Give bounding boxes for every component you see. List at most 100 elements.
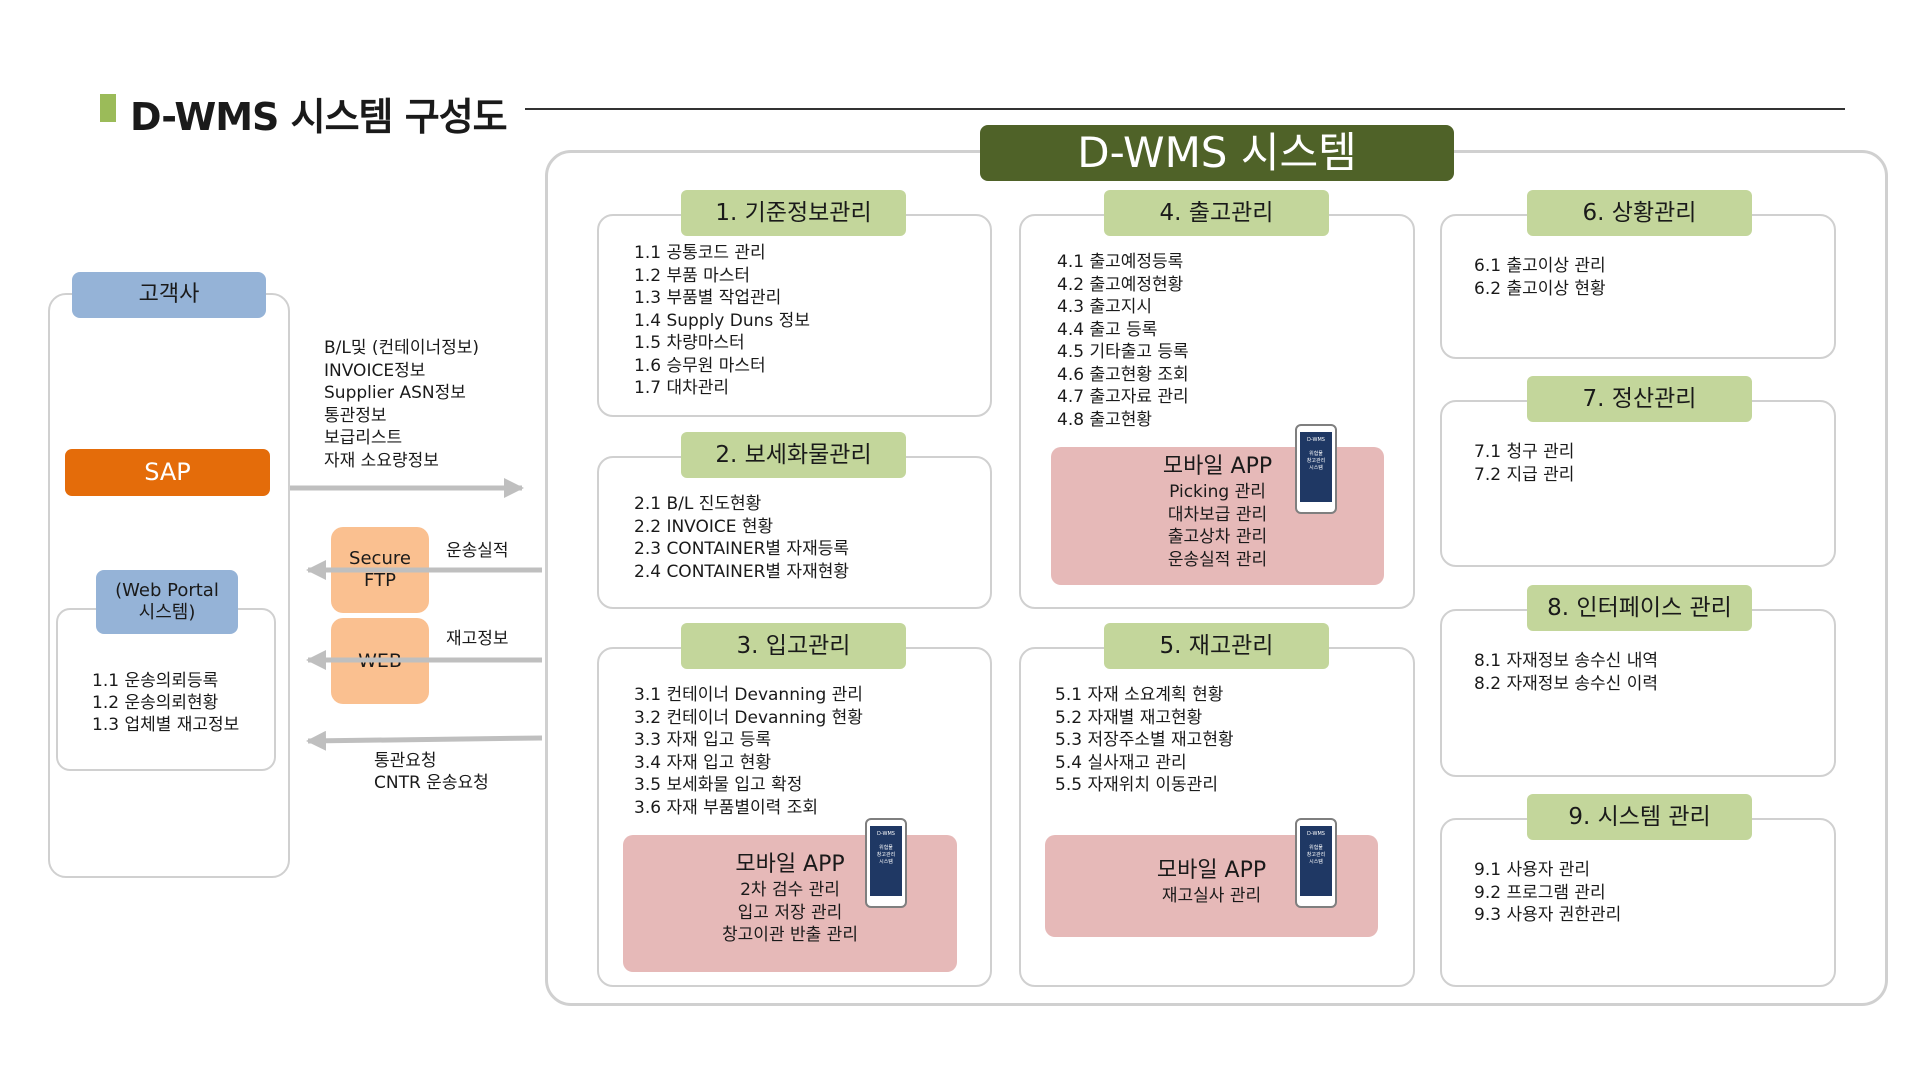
list-item: 4.4 출고 등록 xyxy=(1057,319,1158,340)
list-item: 3.6 자재 부품별이력 조회 xyxy=(634,797,819,818)
list-item: 4.7 출고자료 관리 xyxy=(1057,387,1189,407)
web-portal-label-line2: 시스템) xyxy=(138,602,196,623)
list-item: 1.2 운송의뢰현황 xyxy=(92,693,219,713)
module-9-items: 9.1 사용자 관리 9.2 프로그램 관리 9.3 사용자 권한관리 xyxy=(1474,859,1621,927)
list-item: 1.4 Supply Duns 정보 xyxy=(634,310,810,331)
module-6-box xyxy=(1440,214,1836,359)
module-7-title: 7. 정산관리 xyxy=(1527,376,1752,422)
list-item: 9.2 프로그램 관리 xyxy=(1474,882,1606,903)
list-item: 4.5 기타출고 등록 xyxy=(1057,342,1189,362)
list-item: 대차보급 관리 xyxy=(1167,504,1268,525)
list-item: 1.1 공통코드 관리 xyxy=(634,243,766,263)
list-item: 8.2 자재정보 송수신 이력 xyxy=(1474,673,1659,694)
mobile-app-title: 모바일 APP xyxy=(735,852,845,877)
sap-block: SAP xyxy=(65,449,270,496)
module-3-title: 3. 입고관리 xyxy=(681,623,906,669)
list-item: 1.3 업체별 재고정보 xyxy=(92,715,240,735)
module-3-items: 3.1 컨테이너 Devanning 관리 3.2 컨테이너 Devanning… xyxy=(634,684,863,819)
list-item: 9.3 사용자 권한관리 xyxy=(1474,905,1622,925)
list-item: 1.1 운송의뢰등록 xyxy=(92,671,219,691)
list-item: INVOICE정보 xyxy=(324,360,426,381)
module-6-items: 6.1 출고이상 관리 6.2 출고이상 현황 xyxy=(1474,255,1606,300)
module-4-items: 4.1 출고예정등록 4.2 출고예정현황 4.3 출고지시 4.4 출고 등록… xyxy=(1057,251,1189,431)
list-item: 2.3 CONTAINER별 자재등록 xyxy=(634,539,849,559)
list-item: 5.5 자재위치 이동관리 xyxy=(1055,775,1218,795)
request-label: 통관요청 CNTR 운송요청 xyxy=(374,750,489,794)
list-item: 2.4 CONTAINER별 자재현황 xyxy=(634,561,849,582)
list-item: 3.4 자재 입고 현황 xyxy=(634,752,772,773)
cntr-transport-request-label: CNTR 운송요청 xyxy=(374,773,489,793)
list-item: 7.2 지급 관리 xyxy=(1474,464,1575,485)
list-item: 보급리스트 xyxy=(324,428,403,448)
secure-ftp-line1: Secure xyxy=(349,548,411,569)
transport-result-label: 운송실적 xyxy=(446,541,509,561)
customs-request-label: 통관요청 xyxy=(374,751,437,771)
mobile-app-title: 모바일 APP xyxy=(1156,858,1267,883)
web-portal-items: 1.1 운송의뢰등록 1.2 운송의뢰현황 1.3 업체별 재고정보 xyxy=(92,670,239,736)
module-8-items: 8.1 자재정보 송수신 내역 8.2 자재정보 송수신 이력 xyxy=(1474,650,1658,695)
list-item: 4.1 출고예정등록 xyxy=(1057,252,1184,272)
module-8-title: 8. 인터페이스 관리 xyxy=(1527,585,1752,631)
list-item: 3.5 보세화물 입고 확정 xyxy=(634,775,803,795)
list-item: 재고실사 관리 xyxy=(1161,886,1262,906)
sap-info-list: B/L및 (컨테이너정보) INVOICE정보 Supplier ASN정보 통… xyxy=(324,337,479,472)
list-item: Picking 관리 xyxy=(1169,482,1266,502)
list-item: 3.1 컨테이너 Devanning 관리 xyxy=(634,685,863,705)
list-item: 3.2 컨테이너 Devanning 현황 xyxy=(634,707,863,728)
list-item: 1.6 승무원 마스터 xyxy=(634,355,766,376)
list-item: 7.1 청구 관리 xyxy=(1474,442,1575,462)
module-6-title: 6. 상황관리 xyxy=(1527,190,1752,236)
module-2-box xyxy=(597,456,992,609)
list-item: B/L및 (컨테이너정보) xyxy=(324,338,480,358)
list-item: 6.1 출고이상 관리 xyxy=(1474,256,1606,276)
module-1-items: 1.1 공통코드 관리 1.2 부품 마스터 1.3 부품별 작업관리 1.4 … xyxy=(634,242,810,400)
list-item: 2.2 INVOICE 현황 xyxy=(634,516,774,537)
inventory-info-label: 재고정보 xyxy=(446,629,509,649)
page-title: D-WMS 시스템 구성도 xyxy=(130,95,508,139)
list-item: 1.3 부품별 작업관리 xyxy=(634,288,782,308)
client-label: 고객사 xyxy=(72,272,266,318)
dwms-system-banner: D-WMS 시스템 xyxy=(980,125,1454,181)
module-1-box xyxy=(597,214,992,417)
module-7-items: 7.1 청구 관리 7.2 지급 관리 xyxy=(1474,441,1574,486)
module-8-box xyxy=(1440,609,1836,777)
list-item: 1.7 대차관리 xyxy=(634,378,729,398)
list-item: 운송실적 관리 xyxy=(1167,549,1268,570)
list-item: 자재 소요량정보 xyxy=(324,450,439,471)
list-item: 1.2 부품 마스터 xyxy=(634,265,751,286)
list-item: 5.4 실사재고 관리 xyxy=(1055,752,1187,773)
list-item: 4.8 출고현황 xyxy=(1057,409,1152,430)
list-item: 2차 검수 관리 xyxy=(740,880,840,900)
list-item: 입고 저장 관리 xyxy=(737,902,843,923)
list-item: 8.1 자재정보 송수신 내역 xyxy=(1474,651,1659,671)
module-5-items: 5.1 자재 소요계획 현황 5.2 자재별 재고현황 5.3 저장주소별 재고… xyxy=(1055,684,1234,797)
list-item: Supplier ASN정보 xyxy=(324,383,466,403)
list-item: 통관정보 xyxy=(324,405,387,426)
title-divider xyxy=(525,108,1845,110)
list-item: 5.3 저장주소별 재고현황 xyxy=(1055,730,1234,750)
list-item: 출고상차 관리 xyxy=(1167,527,1268,547)
list-item: 4.6 출고현황 조회 xyxy=(1057,364,1189,385)
list-item: 3.3 자재 입고 등록 xyxy=(634,730,772,750)
mobile-app-title: 모바일 APP xyxy=(1162,454,1273,479)
module-2-title: 2. 보세화물관리 xyxy=(681,432,906,478)
module-7-box xyxy=(1440,400,1836,567)
list-item: 5.2 자재별 재고현황 xyxy=(1055,707,1203,728)
request-arrow xyxy=(306,730,543,751)
list-item: 4.3 출고지시 xyxy=(1057,297,1152,317)
module-1-title: 1. 기준정보관리 xyxy=(681,190,906,236)
list-item: 5.1 자재 소요계획 현황 xyxy=(1055,685,1224,705)
module-2-items: 2.1 B/L 진도현황 2.2 INVOICE 현황 2.3 CONTAINE… xyxy=(634,493,849,583)
title-marker xyxy=(100,94,116,122)
list-item: 창고이관 반출 관리 xyxy=(722,925,858,945)
module-9-title: 9. 시스템 관리 xyxy=(1527,794,1752,840)
list-item: 9.1 사용자 관리 xyxy=(1474,860,1591,880)
module-5-title: 5. 재고관리 xyxy=(1104,623,1329,669)
list-item: 4.2 출고예정현황 xyxy=(1057,274,1184,295)
web-portal-label: (Web Portal 시스템) xyxy=(96,570,238,634)
web-portal-label-line1: (Web Portal xyxy=(115,580,219,601)
